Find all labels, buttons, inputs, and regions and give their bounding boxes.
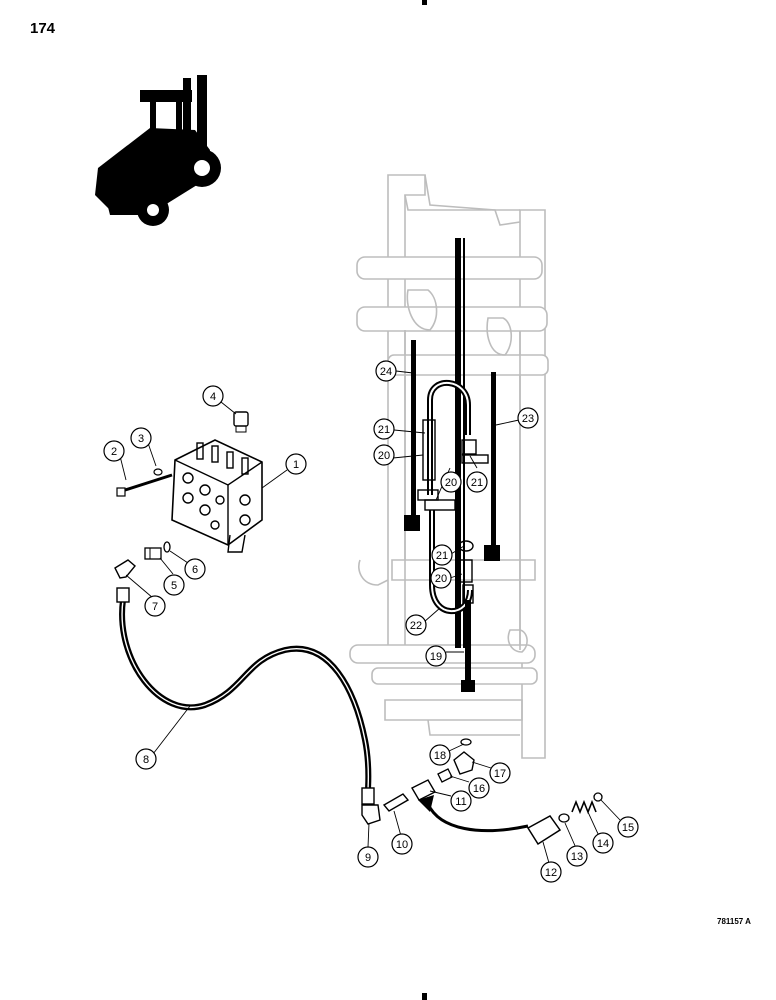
svg-text:7: 7 [152, 601, 158, 613]
bottom-page-mark [422, 993, 427, 1000]
svg-text:6: 6 [192, 564, 198, 576]
callout-18: 18 [429, 744, 451, 766]
plug-13 [558, 813, 570, 823]
svg-text:12: 12 [545, 867, 557, 879]
svg-text:22: 22 [410, 620, 422, 632]
callout-4: 4 [202, 385, 224, 407]
svg-text:20: 20 [378, 450, 390, 462]
callout-16: 16 [468, 777, 490, 799]
hose-19 [461, 600, 475, 692]
callout-13: 13 [566, 845, 588, 867]
forklift-icon [95, 75, 221, 226]
callout-6: 6 [184, 558, 206, 580]
svg-text:14: 14 [597, 838, 609, 850]
callout-21a: 21 [373, 418, 395, 440]
hose-23 [484, 372, 500, 561]
mast-channels [455, 238, 465, 648]
callout-15: 15 [617, 816, 639, 838]
callout-9: 9 [357, 846, 379, 868]
svg-text:3: 3 [138, 433, 144, 445]
reference-arrow [418, 795, 529, 833]
svg-text:24: 24 [380, 366, 392, 378]
mast-frame [349, 174, 549, 759]
o-ring-6 [163, 541, 171, 553]
callout-8: 8 [135, 748, 157, 770]
hose-loop-upper [427, 380, 471, 495]
svg-text:17: 17 [494, 768, 506, 780]
plug-4 [233, 411, 249, 433]
callout-2: 2 [103, 440, 125, 462]
adapter-16 [437, 768, 453, 783]
svg-text:11: 11 [455, 796, 466, 808]
callout-5: 5 [163, 574, 185, 596]
svg-text:21: 21 [436, 550, 448, 562]
elbow-7 [114, 559, 136, 579]
spring-14 [571, 799, 597, 815]
svg-text:2: 2 [111, 446, 117, 458]
svg-text:9: 9 [365, 852, 371, 864]
mast-fittings [417, 419, 489, 604]
elbow-9 [361, 804, 381, 825]
svg-text:16: 16 [473, 783, 485, 795]
bolt-2 [116, 473, 173, 497]
svg-text:23: 23 [522, 413, 534, 425]
callout-22: 22 [405, 614, 427, 636]
svg-text:20: 20 [435, 573, 447, 585]
control-valve [171, 439, 263, 553]
callout-19: 19 [425, 645, 447, 667]
callout-11: 11 [450, 790, 472, 812]
elbow-17 [453, 751, 475, 775]
svg-text:13: 13 [571, 851, 583, 863]
top-page-mark [422, 0, 427, 5]
callout-21b: 21 [466, 471, 488, 493]
hose-24 [404, 340, 420, 531]
callout-7: 7 [144, 595, 166, 617]
hose-loop-lower-22 [429, 510, 473, 615]
callout-12: 12 [540, 861, 562, 883]
callout-20a: 20 [373, 444, 395, 466]
callout-1: 1 [285, 453, 307, 475]
svg-text:15: 15 [622, 822, 634, 834]
svg-text:21: 21 [471, 477, 483, 489]
callout-10: 10 [391, 833, 413, 855]
ball-15 [593, 792, 603, 802]
callout-21c: 21 [431, 544, 453, 566]
svg-text:19: 19 [430, 651, 442, 663]
callout-24: 24 [375, 360, 397, 382]
o-ring-18 [460, 738, 472, 746]
svg-text:1: 1 [293, 459, 299, 471]
page-number: 174 [30, 20, 56, 37]
callout-20c: 20 [430, 567, 452, 589]
adapter-5 [144, 547, 162, 560]
svg-text:20: 20 [445, 477, 457, 489]
valve-body-12 [526, 815, 562, 846]
callout-17: 17 [489, 762, 511, 784]
svg-text:8: 8 [143, 754, 149, 766]
callout-20b: 20 [440, 471, 462, 493]
callout-23: 23 [517, 407, 539, 429]
hose-8 [116, 587, 375, 805]
svg-text:5: 5 [171, 580, 177, 592]
tube-10 [382, 793, 410, 812]
svg-text:21: 21 [378, 424, 390, 436]
figure-code: 781157 A [717, 917, 751, 926]
washer-3 [153, 468, 163, 476]
callout-3: 3 [130, 427, 152, 449]
svg-text:10: 10 [396, 839, 408, 851]
callout-14: 14 [592, 832, 614, 854]
svg-text:4: 4 [210, 391, 216, 403]
svg-text:18: 18 [434, 750, 446, 762]
